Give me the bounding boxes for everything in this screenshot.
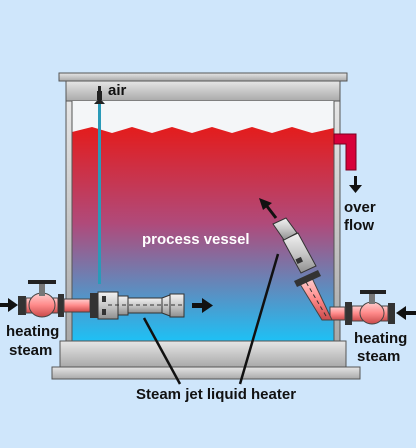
heating-steam-right-line1: heating [354, 330, 408, 347]
vessel-base [59, 340, 347, 368]
overflow-label-line2: flow [344, 217, 374, 234]
vessel-rim-top [58, 72, 348, 82]
leader-line-right [238, 253, 280, 385]
right-heater [259, 198, 416, 325]
vessel-label: process vessel [142, 231, 250, 248]
left-heater [0, 280, 213, 320]
overflow-label-line1: over [344, 199, 376, 216]
leader-line-left [142, 317, 182, 385]
air-label: air [108, 82, 127, 99]
air-vent [94, 86, 105, 284]
heating-steam-left-line2: steam [9, 342, 53, 359]
heating-steam-left-line1: heating [6, 323, 60, 340]
vessel-foot [51, 366, 361, 380]
overflow-pipe [333, 133, 357, 171]
overflow-arrow [349, 176, 362, 193]
caption: Steam jet liquid heater [136, 386, 297, 403]
heating-steam-right-line2: steam [357, 348, 401, 365]
